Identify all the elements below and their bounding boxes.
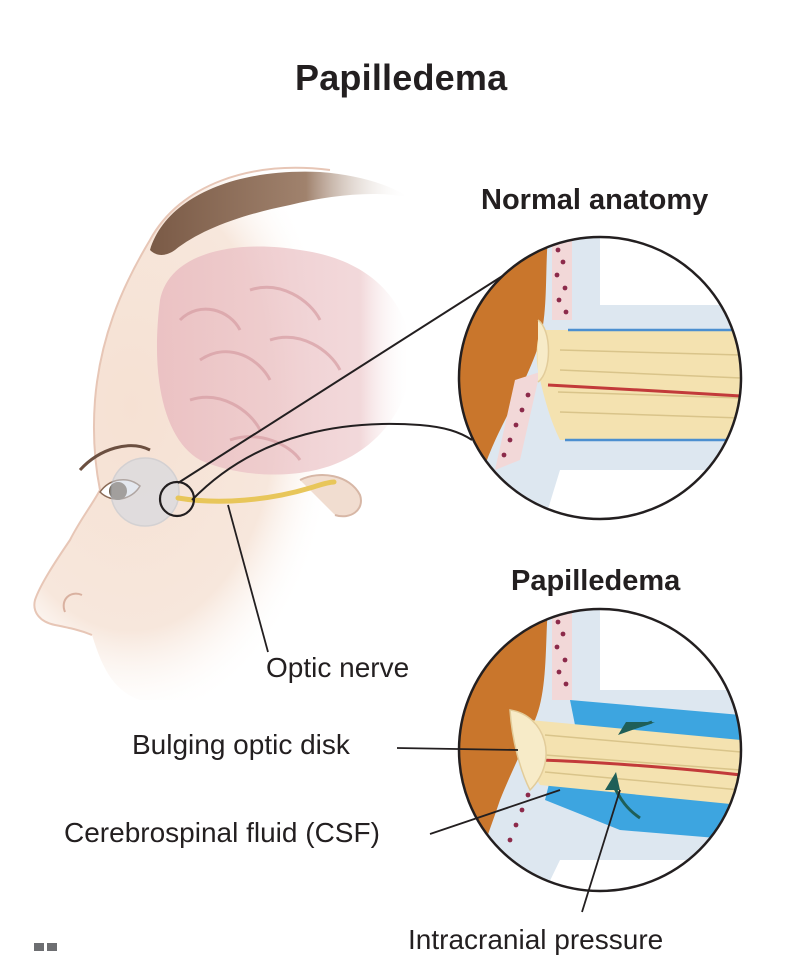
papilledema-circle <box>457 607 743 893</box>
optic-nerve-path <box>175 479 337 504</box>
zoom-line-top <box>177 251 541 484</box>
optic-nerve-label: Optic nerve <box>266 652 410 683</box>
intracranial-pressure-leader <box>581 789 621 913</box>
hair <box>150 171 410 255</box>
csf-leader <box>429 789 561 835</box>
intracranial-pressure-label: Intracranial pressure <box>408 924 664 955</box>
diagram-title: Papilledema <box>295 57 508 98</box>
optic-nerve-leader <box>227 504 269 653</box>
papilledema-heading: Papilledema <box>511 565 681 597</box>
bulging-optic-disk-leader <box>396 747 519 751</box>
zoom-line-bottom <box>191 422 473 501</box>
bulging-optic-disk-label: Bulging optic disk <box>132 729 350 760</box>
normal-anatomy-heading: Normal anatomy <box>481 184 709 216</box>
normal-anatomy-inset <box>459 237 741 519</box>
csf-label: Cerebrospinal fluid (CSF) <box>64 817 380 848</box>
normal-anatomy-circle <box>457 235 743 521</box>
logo-mark <box>34 938 58 951</box>
